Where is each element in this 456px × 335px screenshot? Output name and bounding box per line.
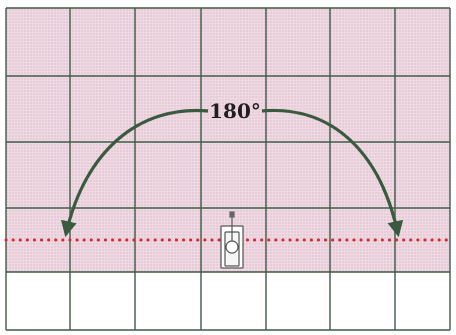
unshaded-area [6, 272, 450, 330]
angle-label: 180° [209, 99, 261, 123]
rotation-arrow-right [261, 108, 404, 238]
grid-lines [5, 7, 451, 331]
tank-icon [220, 211, 244, 269]
rotation-arrow-left [61, 108, 209, 238]
